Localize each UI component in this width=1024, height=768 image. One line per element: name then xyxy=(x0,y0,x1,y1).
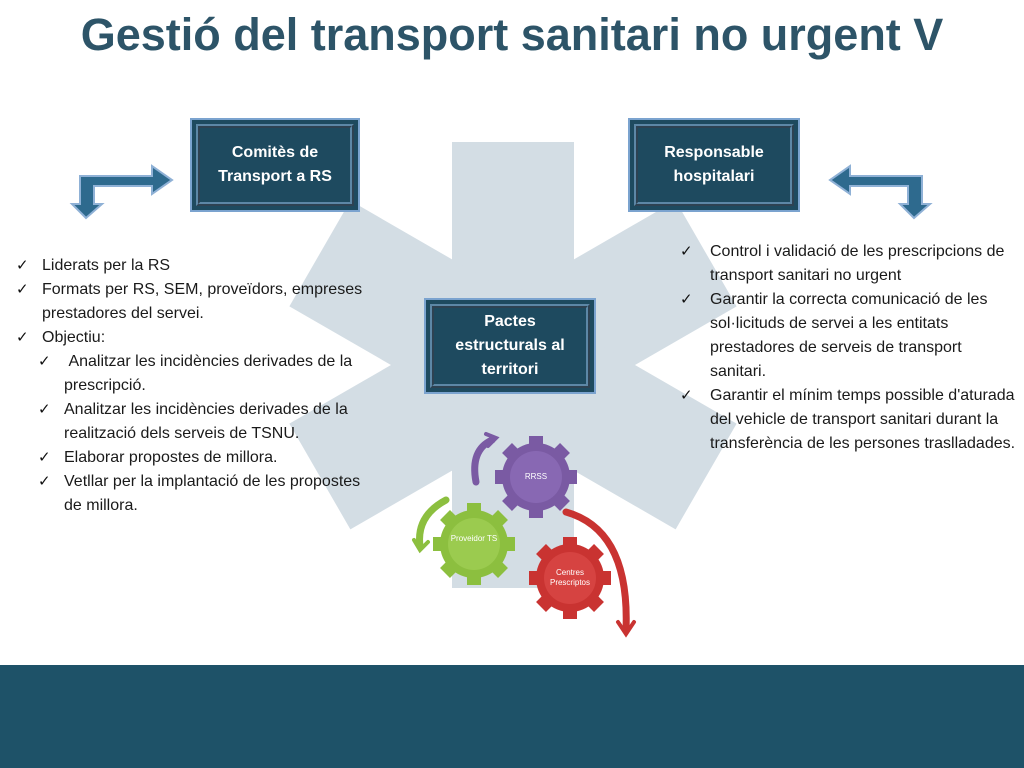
footer-band xyxy=(0,665,1024,768)
box-pactes: Pactes estructurals al territori xyxy=(424,298,596,394)
list-item: ✓ Analitzar les incidències derivades de … xyxy=(12,398,372,446)
gear-rrss-icon xyxy=(495,436,577,518)
list-item: ✓ Garantir el mínim temps possible d'atur… xyxy=(676,384,1016,456)
gear-rrss-label: RRSS xyxy=(524,472,548,481)
list-item-text: Objectiu: xyxy=(42,329,106,346)
check-icon: ✓ xyxy=(38,401,51,418)
check-icon: ✓ xyxy=(680,387,693,404)
check-icon: ✓ xyxy=(38,353,51,370)
list-item-text: Garantir la correcta comunicació de les … xyxy=(710,291,988,380)
list-item: ✓ Elaborar propostes de millora. xyxy=(12,446,372,470)
list-item: ✓ Objectiu: xyxy=(12,326,372,350)
check-icon: ✓ xyxy=(680,243,693,260)
sublist-container: ✓ Analitzar les incidències derivades de… xyxy=(12,350,372,518)
check-icon: ✓ xyxy=(38,449,51,466)
box-responsable-label: Responsable hospitalari xyxy=(634,124,794,206)
check-icon: ✓ xyxy=(38,473,51,490)
list-item: ✓ Control i validació de les prescripcion… xyxy=(676,240,1016,288)
list-item-text: Analitzar les incidències derivades de l… xyxy=(64,401,348,442)
page-title: Gestió del transport sanitari no urgent … xyxy=(80,9,944,60)
box-responsable: Responsable hospitalari xyxy=(628,118,800,212)
list-item-text: Garantir el mínim temps possible d'atura… xyxy=(710,387,1016,452)
left-list: ✓ Liderats per la RS ✓ Formats per RS, SEM… xyxy=(12,254,372,518)
list-item: ✓ Garantir la correcta comunicació de les… xyxy=(676,288,1016,384)
gear-proveidor-icon xyxy=(433,503,515,585)
check-icon: ✓ xyxy=(16,329,29,346)
gear-proveidor-label: Proveidor TS xyxy=(450,534,498,543)
list-item-text: Control i validació de les prescripcions… xyxy=(710,243,1005,284)
list-item-text: Analitzar les incidències derivades de l… xyxy=(64,353,357,394)
gear-centres-icon xyxy=(529,537,611,619)
bent-arrow-right-icon xyxy=(828,164,933,220)
list-item-text: Formats per RS, SEM, proveïdors, emprese… xyxy=(42,281,363,322)
list-item-text: Elaborar propostes de millora. xyxy=(64,449,278,466)
list-item: ✓ Analitzar les incidències derivades de… xyxy=(12,350,372,398)
cycle-arrows xyxy=(412,432,636,638)
right-list: ✓ Control i validació de les prescripcion… xyxy=(676,240,1016,456)
gear-centres-label: Centres Prescriptos xyxy=(549,568,590,587)
check-icon: ✓ xyxy=(16,257,29,274)
list-item: ✓ Formats per RS, SEM, proveïdors, empres… xyxy=(12,278,372,326)
box-comites: Comitès de Transport a RS xyxy=(190,118,360,212)
bent-arrow-left-icon xyxy=(69,164,174,220)
box-comites-label: Comitès de Transport a RS xyxy=(196,124,354,206)
list-item: ✓ Liderats per la RS xyxy=(12,254,372,278)
objective-sublist: ✓ Analitzar les incidències derivades de… xyxy=(12,350,372,518)
check-icon: ✓ xyxy=(680,291,693,308)
list-item: ✓ Vetllar per la implantació de les propo… xyxy=(12,470,372,518)
list-item-text: Liderats per la RS xyxy=(42,257,171,274)
check-icon: ✓ xyxy=(16,281,29,298)
box-pactes-label: Pactes estructurals al territori xyxy=(430,304,590,388)
list-item-text: Vetllar per la implantació de les propos… xyxy=(64,473,361,514)
